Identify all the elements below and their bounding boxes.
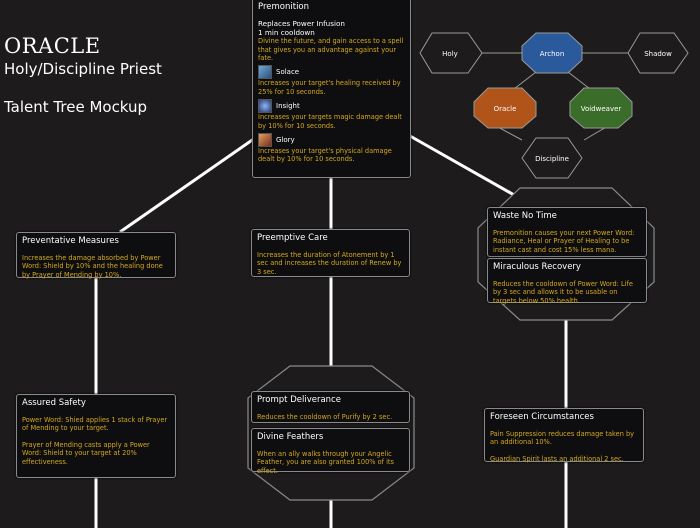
option-insight-desc: Increases your targets magic damage deal…: [258, 113, 402, 130]
option-solace-desc: Increases your target's healing received…: [258, 79, 401, 96]
talent-title: Foreseen Circumstances: [490, 412, 594, 422]
glory-icon: [258, 133, 272, 148]
talent-divine-feathers[interactable]: Divine Feathers When an ally walks throu…: [251, 428, 410, 475]
header: ORACLE Holy/Discipline Priest Talent Tre…: [4, 34, 162, 116]
solace-icon: [258, 65, 272, 80]
talent-assured-safety[interactable]: Assured Safety Power Word: Shied applies…: [16, 394, 176, 478]
connector-right-diag: [409, 134, 531, 206]
talent-title: Assured Safety: [22, 398, 86, 408]
option-glory-name: Glory: [276, 136, 295, 145]
talent-desc: Premonition causes your next Power Word:…: [493, 229, 635, 254]
hex-voidweaver[interactable]: Voidweaver: [569, 87, 633, 129]
premonition-title: Premonition: [258, 2, 310, 12]
option-solace-name: Solace: [276, 68, 300, 77]
talent-miraculous-recovery[interactable]: Miraculous Recovery Reduces the cooldown…: [487, 258, 647, 305]
hex-label-shadow: Shadow: [644, 50, 672, 58]
option-insight[interactable]: Insight: [258, 99, 405, 114]
hex-label-archon: Archon: [540, 50, 565, 58]
talent-desc: Reduces the cooldown of Power Word: Life…: [493, 280, 633, 305]
talent-desc-1: Power Word: Shied applies 1 stack of Pra…: [22, 416, 168, 433]
talent-desc-1: Pain Suppression reduces damage taken by…: [490, 430, 635, 447]
talent-desc: Increases the duration of Atonement by 1…: [257, 251, 402, 276]
talent-desc: When an ally walks through your Angelic …: [257, 450, 394, 475]
connector-left-diag: [119, 134, 259, 234]
talent-preemptive-care[interactable]: Preemptive Care Increases the duration o…: [251, 229, 410, 277]
hex-label-oracle: Oracle: [494, 105, 517, 113]
premonition-card[interactable]: Premonition Replaces Power Infusion 1 mi…: [252, 0, 411, 178]
premonition-cooldown: 1 min cooldown: [258, 27, 315, 37]
option-solace[interactable]: Solace: [258, 65, 405, 80]
spec-name: Holy/Discipline Priest: [4, 60, 162, 78]
hex-discipline[interactable]: Discipline: [521, 137, 583, 179]
premonition-desc: Divine the future, and gain access to a …: [258, 37, 404, 62]
page-subtitle: Talent Tree Mockup: [4, 98, 148, 116]
spec-hex-nav: Holy Archon Shadow Oracle Voidweaver Dis…: [419, 32, 689, 179]
talent-title: Preventative Measures: [22, 236, 119, 246]
talent-waste-no-time[interactable]: Waste No Time Premonition causes your ne…: [487, 207, 647, 257]
option-glory[interactable]: Glory: [258, 133, 405, 148]
talent-preventative-measures[interactable]: Preventative Measures Increases the dama…: [16, 232, 176, 279]
hex-label-voidweaver: Voidweaver: [581, 105, 622, 113]
talent-desc: Reduces the cooldown of Purify by 2 sec.: [257, 413, 393, 421]
hex-oracle[interactable]: Oracle: [473, 87, 537, 129]
option-insight-name: Insight: [276, 102, 300, 111]
hex-shadow[interactable]: Shadow: [627, 32, 689, 74]
hex-label-discipline: Discipline: [535, 155, 569, 163]
option-glory-desc: Increases your target's physical damage …: [258, 147, 392, 164]
insight-icon: [258, 99, 272, 114]
talent-desc-2: Guardian Spirit lasts an additional 2 se…: [490, 454, 624, 463]
hex-holy[interactable]: Holy: [419, 32, 483, 74]
talent-desc: Increases the damage absorbed by Power W…: [22, 254, 163, 279]
talent-title: Divine Feathers: [257, 432, 324, 442]
talent-title: Prompt Deliverance: [257, 395, 341, 405]
hex-label-holy: Holy: [442, 50, 458, 58]
hex-archon[interactable]: Archon: [521, 32, 583, 74]
talent-title: Waste No Time: [493, 211, 557, 221]
premonition-replaces: Replaces Power Infusion: [258, 19, 345, 28]
class-name: ORACLE: [4, 34, 101, 58]
talent-title: Miraculous Recovery: [493, 262, 581, 272]
talent-prompt-deliverance[interactable]: Prompt Deliverance Reduces the cooldown …: [251, 391, 410, 423]
talent-title: Preemptive Care: [257, 233, 328, 243]
talent-foreseen-circumstances[interactable]: Foreseen Circumstances Pain Suppression …: [484, 408, 644, 463]
talent-desc-2: Prayer of Mending casts apply a Power Wo…: [22, 440, 150, 466]
